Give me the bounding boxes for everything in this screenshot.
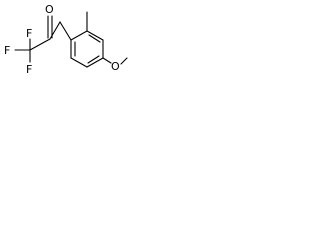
bond-ch2-ring [59, 21, 72, 41]
bond-carbonyl-ch2 [49, 21, 61, 40]
structure-diagram: F F F O O [0, 0, 129, 78]
ring-bond-5 [70, 57, 88, 68]
atom-label-f-left: F [4, 44, 10, 57]
atom-label-oxygen-methoxy: O [111, 60, 120, 73]
ring-bond-2 [86, 30, 104, 41]
molecule-drawing: F F F O O [4, 3, 128, 76]
ring-inner-double-2 [87, 55, 100, 64]
atom-label-f-bottom: F [26, 63, 32, 76]
ring-bond-4 [86, 57, 104, 68]
ring-bond-1 [70, 30, 88, 41]
ring-inner-double-1 [88, 34, 101, 43]
atom-label-f-top: F [26, 27, 32, 40]
bond-oxygen-methyl [120, 57, 128, 65]
bonds [14, 11, 128, 68]
bond-cf3-carbonyl [29, 38, 51, 51]
atom-label-oxygen-carbonyl: O [45, 3, 54, 16]
bond-ring-oxygen [102, 57, 112, 64]
